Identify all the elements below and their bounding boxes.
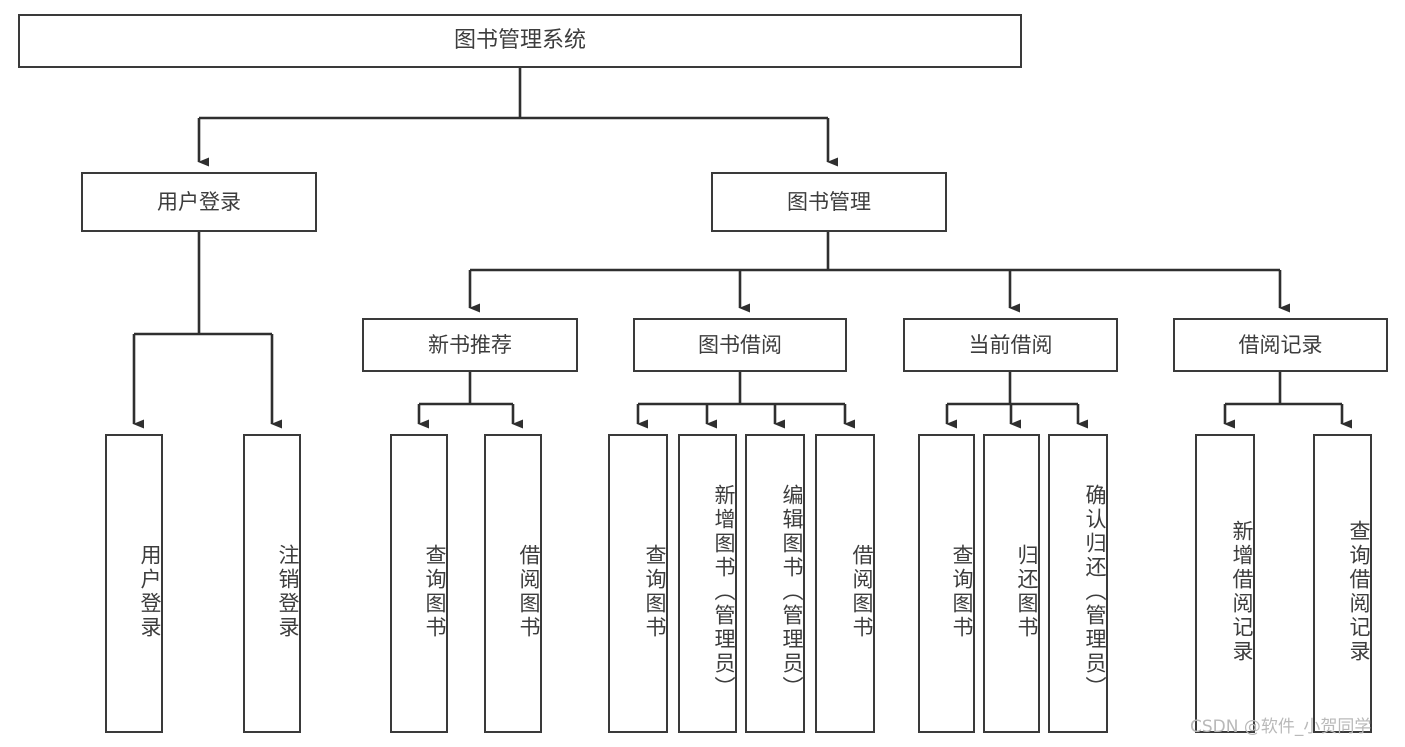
node-leaf-logout[interactable]: 注销登录 [243, 434, 301, 733]
node-leaf-label: 借阅图书 [517, 543, 541, 640]
node-book-borrow[interactable]: 图书借阅 [633, 318, 847, 372]
node-book-management[interactable]: 图书管理 [711, 172, 947, 232]
node-leaf-label: 查询图书 [423, 543, 447, 640]
node-root-label: 图书管理系统 [453, 28, 586, 54]
node-leaf-label: 新增借阅记录 [1230, 519, 1254, 664]
node-leaf-label: 确认归还（管理员） [1083, 483, 1107, 700]
node-leaf-add-borrow-record[interactable]: 新增借阅记录 [1195, 434, 1255, 733]
node-user-login-label: 用户登录 [157, 189, 241, 214]
node-leaf-query-book-current[interactable]: 查询图书 [918, 434, 975, 733]
node-leaf-borrow-book-newbook[interactable]: 借阅图书 [484, 434, 542, 733]
node-leaf-query-borrow-record[interactable]: 查询借阅记录 [1313, 434, 1372, 733]
node-book-management-label: 图书管理 [787, 189, 871, 214]
node-leaf-add-book-admin[interactable]: 新增图书（管理员） [678, 434, 737, 733]
node-leaf-query-book-borrow[interactable]: 查询图书 [608, 434, 668, 733]
node-root-system[interactable]: 图书管理系统 [18, 14, 1022, 68]
node-leaf-label: 新增图书（管理员） [712, 483, 736, 700]
node-leaf-label: 查询借阅记录 [1347, 519, 1371, 664]
node-leaf-label: 注销登录 [276, 543, 300, 640]
node-leaf-label: 查询图书 [950, 543, 974, 640]
node-current-borrow-label: 当前借阅 [968, 332, 1053, 357]
watermark: CSDN @软件_小贺同学 [1190, 717, 1372, 737]
node-leaf-borrow-book[interactable]: 借阅图书 [815, 434, 875, 733]
node-new-book-recommend-label: 新书推荐 [428, 332, 512, 357]
node-leaf-confirm-return-admin[interactable]: 确认归还（管理员） [1048, 434, 1108, 733]
node-leaf-return-book[interactable]: 归还图书 [983, 434, 1040, 733]
node-new-book-recommend[interactable]: 新书推荐 [362, 318, 578, 372]
node-leaf-edit-book-admin[interactable]: 编辑图书（管理员） [745, 434, 805, 733]
node-leaf-label: 借阅图书 [850, 543, 874, 640]
node-leaf-label: 归还图书 [1015, 543, 1039, 640]
node-leaf-label: 用户登录 [138, 543, 162, 640]
node-borrow-record-label: 借阅记录 [1238, 332, 1323, 357]
node-leaf-query-book-newbook[interactable]: 查询图书 [390, 434, 448, 733]
node-borrow-record[interactable]: 借阅记录 [1173, 318, 1388, 372]
node-leaf-user-login[interactable]: 用户登录 [105, 434, 163, 733]
node-book-borrow-label: 图书借阅 [698, 332, 782, 357]
node-user-login[interactable]: 用户登录 [81, 172, 317, 232]
node-leaf-label: 查询图书 [643, 543, 667, 640]
node-current-borrow[interactable]: 当前借阅 [903, 318, 1118, 372]
node-leaf-label: 编辑图书（管理员） [780, 483, 804, 700]
